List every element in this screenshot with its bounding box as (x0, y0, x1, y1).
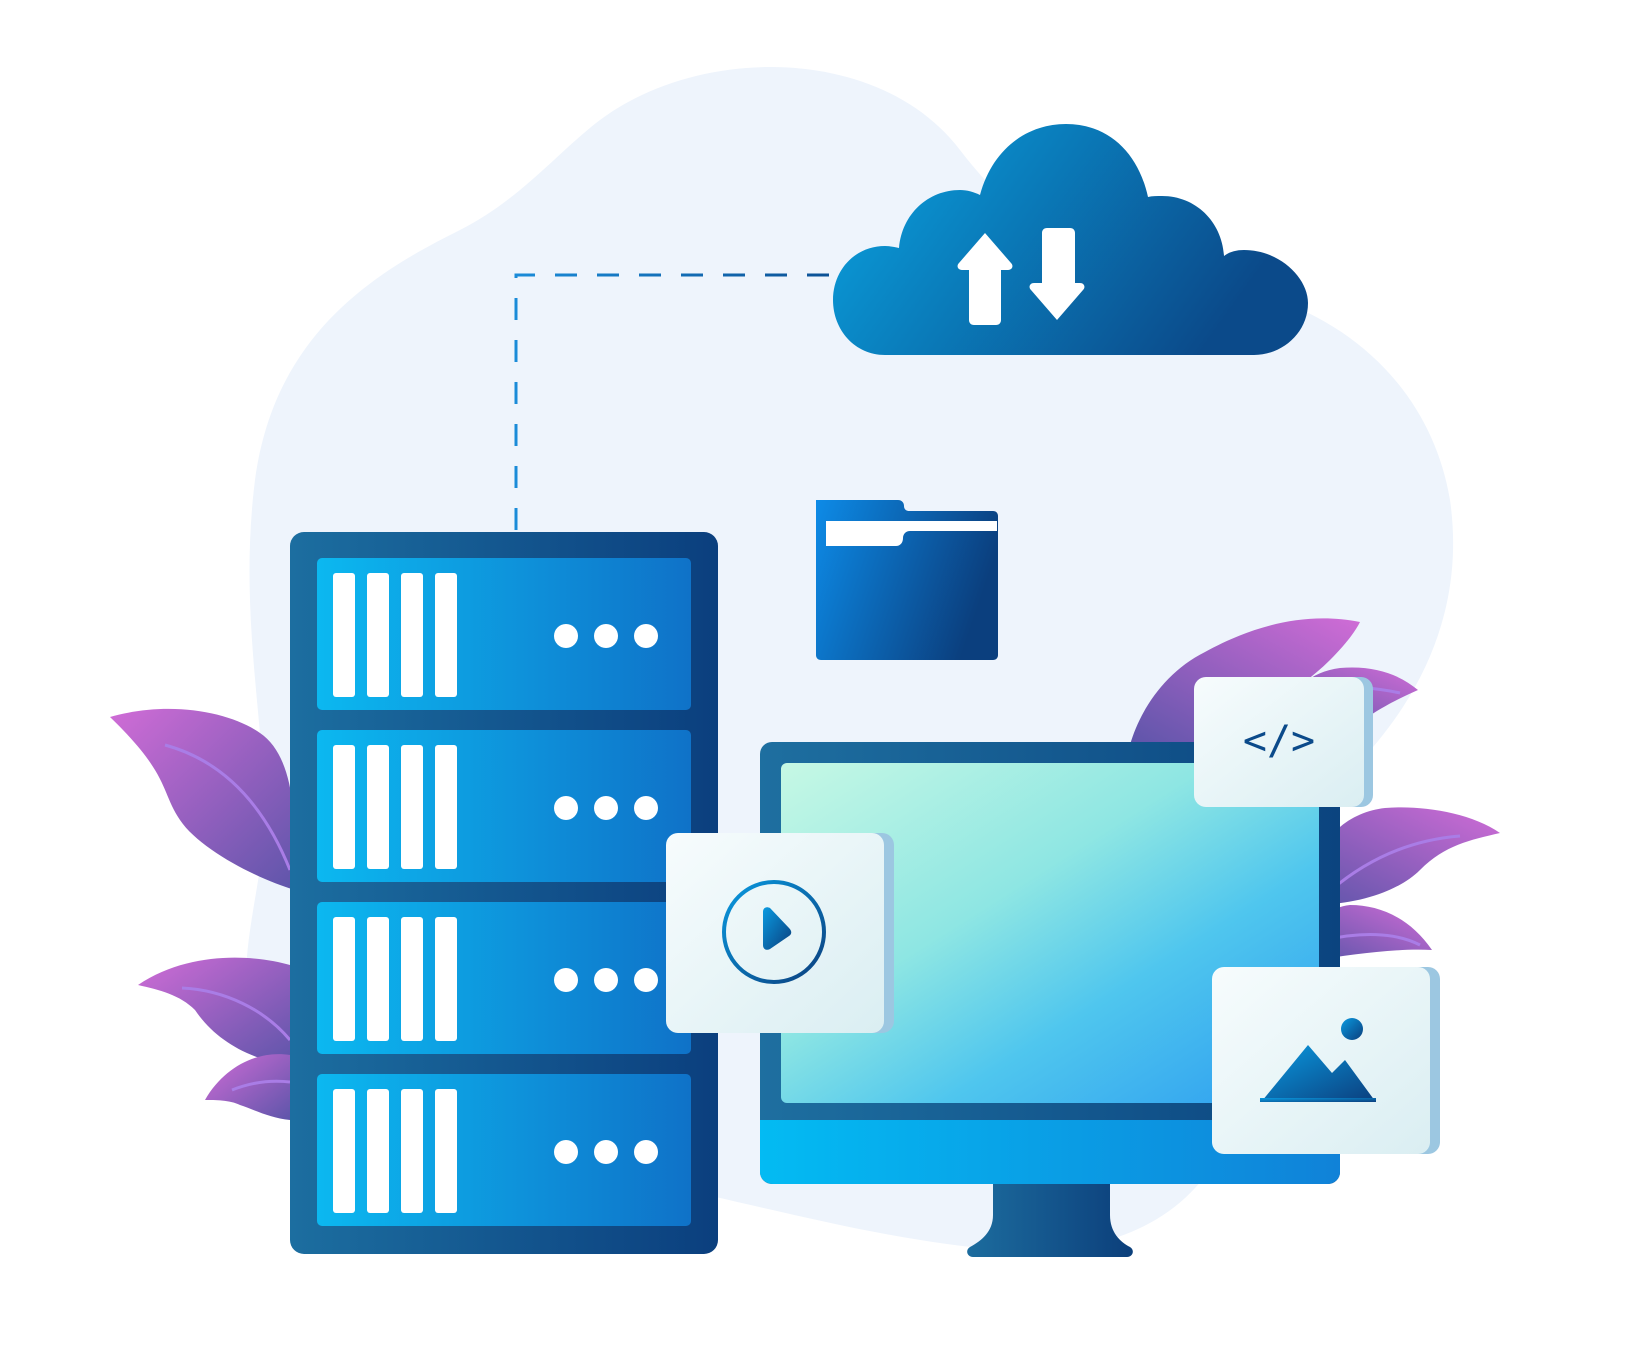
server-unit (317, 902, 691, 1054)
server-unit (317, 558, 691, 710)
play-icon (722, 880, 826, 984)
image-card (1212, 967, 1440, 1154)
server-unit (317, 730, 691, 882)
server-unit (317, 1074, 691, 1226)
cloud-icon (833, 124, 1308, 355)
code-card: </> (1194, 677, 1373, 807)
upload-arrow-icon (957, 233, 1013, 325)
dashed-connector (514, 273, 1090, 740)
play-card (666, 833, 894, 1033)
leaf-icon (110, 708, 296, 1120)
monitor-icon (760, 742, 1340, 1257)
code-icon: </> (1243, 718, 1315, 764)
image-icon (1260, 1018, 1376, 1102)
folder-icon (816, 500, 998, 660)
download-arrow-icon (1029, 228, 1085, 320)
server-rack-icon (290, 532, 718, 1254)
